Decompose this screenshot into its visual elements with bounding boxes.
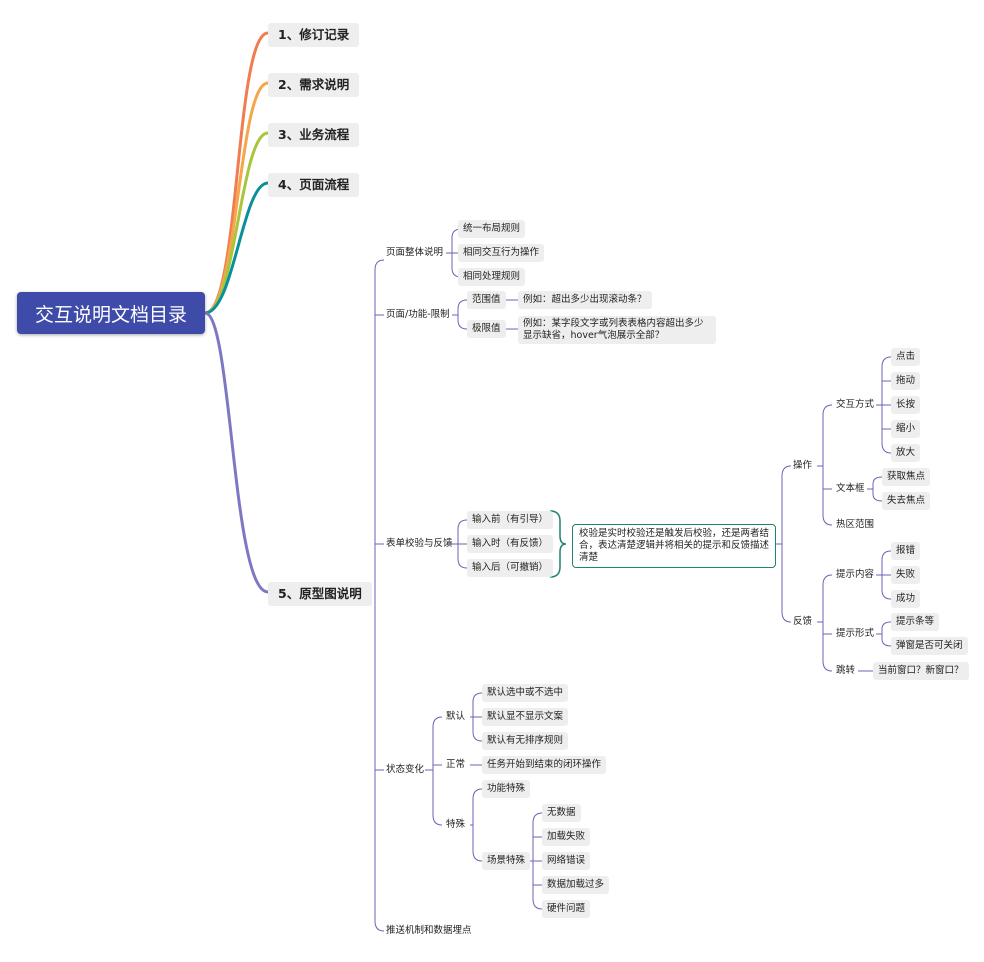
node-scene-special[interactable]: 场景特殊 [482, 852, 531, 870]
leaf-success[interactable]: 成功 [891, 590, 921, 608]
section-requirements[interactable]: 2、需求说明 [268, 73, 360, 97]
node-normal[interactable]: 正常 [446, 759, 466, 770]
leaf-default-text[interactable]: 默认显不显示文案 [482, 708, 569, 726]
leaf-get-focus[interactable]: 获取焦点 [882, 468, 931, 486]
leaf-closed-loop[interactable]: 任务开始到结束的闭环操作 [482, 756, 607, 774]
leaf-function-special[interactable]: 功能特殊 [482, 780, 531, 798]
leaf-after-input[interactable]: 输入后（可撤销） [467, 559, 554, 577]
leaf-same-interaction[interactable]: 相同交互行为操作 [458, 244, 545, 262]
leaf-zoom-out[interactable]: 缩小 [891, 420, 921, 438]
leaf-zoom-in[interactable]: 放大 [891, 444, 921, 462]
leaf-before-input[interactable]: 输入前（有引导） [467, 511, 554, 529]
section-business-flow[interactable]: 3、业务流程 [268, 123, 360, 147]
leaf-click[interactable]: 点击 [891, 348, 921, 366]
node-feedback[interactable]: 反馈 [793, 616, 813, 627]
node-textbox[interactable]: 文本框 [836, 483, 865, 494]
node-default[interactable]: 默认 [446, 711, 466, 722]
leaf-toast[interactable]: 提示条等 [891, 613, 940, 631]
leaf-during-input[interactable]: 输入时（有反馈） [467, 535, 554, 553]
leaf-default-selected[interactable]: 默认选中或不选中 [482, 684, 569, 702]
leaf-lose-focus[interactable]: 失去焦点 [882, 492, 931, 510]
leaf-window[interactable]: 当前窗口？新窗口？ [873, 662, 969, 680]
leaf-drag[interactable]: 拖动 [891, 372, 921, 390]
leaf-fail[interactable]: 失败 [891, 566, 921, 584]
node-page-overall[interactable]: 页面整体说明 [386, 247, 444, 258]
node-operation[interactable]: 操作 [793, 460, 813, 471]
node-hotzone[interactable]: 热区范围 [836, 519, 875, 530]
leaf-hardware[interactable]: 硬件问题 [542, 900, 591, 918]
leaf-error[interactable]: 报错 [891, 542, 921, 560]
leaf-same-handling[interactable]: 相同处理规则 [458, 268, 526, 286]
leaf-no-data[interactable]: 无数据 [542, 804, 581, 822]
node-push[interactable]: 推送机制和数据埋点 [386, 925, 472, 936]
node-extreme[interactable]: 极限值 [467, 320, 506, 338]
node-state-change[interactable]: 状态变化 [386, 764, 425, 775]
node-jump[interactable]: 跳转 [836, 665, 856, 676]
root-title[interactable]: 交互说明文档目录 [17, 292, 205, 334]
leaf-too-much-data[interactable]: 数据加载过多 [542, 876, 610, 894]
section-prototype[interactable]: 5、原型图说明 [268, 582, 372, 606]
node-limits[interactable]: 页面/功能-限制 [386, 309, 450, 320]
section-page-flow[interactable]: 4、页面流程 [268, 173, 360, 197]
leaf-dialog-closable[interactable]: 弹窗是否可关闭 [891, 637, 968, 655]
leaf-range-note[interactable]: 例如：超出多少出现滚动条？ [518, 291, 652, 309]
node-interaction-mode[interactable]: 交互方式 [836, 399, 875, 410]
leaf-layout-rules[interactable]: 统一布局规则 [458, 220, 526, 238]
section-revision-record[interactable]: 1、修订记录 [268, 23, 360, 47]
node-range[interactable]: 范围值 [467, 291, 506, 309]
leaf-network-error[interactable]: 网络错误 [542, 852, 591, 870]
validation-note[interactable]: 校验是实时校验还是触发后校验，还是两者结合，表达清楚逻辑并将相关的提示和反馈描述… [572, 524, 776, 568]
node-prompt-content[interactable]: 提示内容 [836, 569, 875, 580]
node-form-validation[interactable]: 表单校验与反馈 [386, 538, 453, 549]
node-prompt-form[interactable]: 提示形式 [836, 628, 875, 639]
leaf-default-sort[interactable]: 默认有无排序规则 [482, 732, 569, 750]
node-special[interactable]: 特殊 [446, 819, 466, 830]
leaf-load-failed[interactable]: 加载失败 [542, 828, 591, 846]
leaf-long-press[interactable]: 长按 [891, 396, 921, 414]
leaf-extreme-note[interactable]: 例如：某字段文字或列表表格内容超出多少显示缺省，hover气泡展示全部？ [518, 316, 716, 344]
